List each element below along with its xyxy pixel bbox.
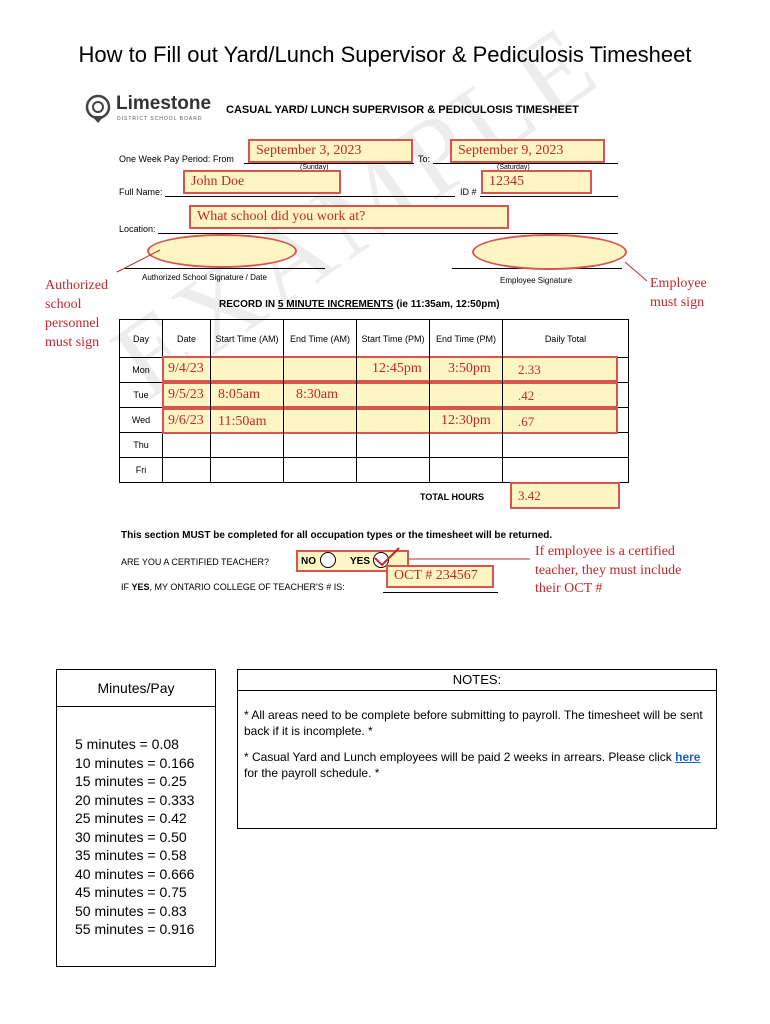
no-radio[interactable] bbox=[320, 552, 336, 568]
header-end-am: End Time (AM) bbox=[283, 319, 357, 358]
location-label: Location: bbox=[119, 224, 156, 234]
tue-date: 9/5/23 bbox=[168, 387, 204, 402]
total-hours-field[interactable]: 3.42 bbox=[510, 482, 620, 509]
no-label: NO bbox=[301, 556, 316, 567]
list-item: 30 minutes = 0.50 bbox=[75, 828, 187, 845]
list-item: 55 minutes = 0.916 bbox=[75, 921, 195, 937]
minutes-pay-box: Minutes/Pay 5 minutes = 0.08 10 minutes … bbox=[56, 669, 216, 967]
header-start-am: Start Time (AM) bbox=[210, 319, 284, 358]
logo-subtitle: DISTRICT SCHOOL BOARD bbox=[117, 116, 203, 122]
table-row: Fri bbox=[119, 457, 629, 483]
total-hours-label: TOTAL HOURS bbox=[420, 492, 485, 502]
sunday-hint: (Sunday) bbox=[300, 164, 329, 171]
to-date-field[interactable]: September 9, 2023 bbox=[450, 139, 605, 163]
employee-signature-label: Employee Signature bbox=[500, 276, 573, 285]
notes-box: NOTES: * All areas need to be complete b… bbox=[237, 669, 717, 829]
mon-date: 9/4/23 bbox=[168, 361, 204, 376]
list-item: 15 minutes = 0.25 bbox=[75, 773, 187, 789]
list-item: 50 minutes = 0.83 bbox=[75, 902, 187, 919]
row-wed-highlight bbox=[162, 408, 618, 434]
tue-start-am: 8:05am bbox=[218, 387, 260, 402]
notes-content: * All areas need to be complete before s… bbox=[244, 707, 708, 791]
mon-start-pm: 12:45pm bbox=[372, 361, 422, 376]
oct-number-field[interactable]: OCT # 234567 bbox=[386, 565, 494, 588]
payroll-schedule-link[interactable]: here bbox=[675, 750, 701, 764]
row-tue-highlight bbox=[162, 382, 618, 408]
yes-radio[interactable] bbox=[373, 552, 389, 568]
list-item: 5 minutes = 0.08 bbox=[75, 736, 179, 752]
header-start-pm: Start Time (PM) bbox=[356, 319, 430, 358]
certified-question: ARE YOU A CERTIFIED TEACHER? bbox=[121, 557, 270, 567]
list-item: 20 minutes = 0.333 bbox=[75, 791, 195, 808]
header-daily-total: Daily Total bbox=[502, 319, 629, 358]
id-field[interactable]: 12345 bbox=[481, 170, 592, 194]
certified-annotation: If employee is a certified teacher, they… bbox=[535, 544, 682, 596]
list-item: 25 minutes = 0.42 bbox=[75, 810, 187, 826]
list-item: 10 minutes = 0.166 bbox=[75, 754, 195, 771]
authorized-signature-oval[interactable] bbox=[147, 234, 297, 268]
location-field[interactable]: What school did you work at? bbox=[189, 205, 509, 229]
list-item: 45 minutes = 0.75 bbox=[75, 884, 187, 900]
saturday-hint: (Saturday) bbox=[497, 164, 530, 171]
full-name-field[interactable]: John Doe bbox=[183, 170, 341, 194]
tue-total: .42 bbox=[518, 388, 535, 403]
id-label: ID # bbox=[460, 187, 477, 197]
list-item: 35 minutes = 0.58 bbox=[75, 847, 187, 863]
wed-total: .67 bbox=[518, 414, 535, 429]
oct-label: IF YES, MY ONTARIO COLLEGE OF TEACHER'S … bbox=[121, 582, 345, 592]
employee-annotation: Employee must sign bbox=[650, 276, 707, 310]
minutes-pay-title: Minutes/Pay bbox=[57, 670, 215, 707]
must-complete-note: This section MUST be completed for all o… bbox=[121, 530, 553, 541]
notes-title: NOTES: bbox=[238, 670, 716, 691]
pay-period-label: One Week Pay Period: From bbox=[119, 154, 234, 164]
logo: Limestone DISTRICT SCHOOL BOARD bbox=[84, 93, 214, 126]
full-name-label: Full Name: bbox=[119, 187, 163, 197]
wed-start-am: 11:50am bbox=[218, 414, 267, 429]
from-date-field[interactable]: September 3, 2023 bbox=[248, 139, 413, 163]
authorized-signature-label: Authorized School Signature / Date bbox=[142, 273, 267, 282]
row-mon-highlight bbox=[162, 356, 618, 382]
header-date: Date bbox=[162, 319, 211, 358]
limestone-logo-icon bbox=[85, 94, 111, 123]
mon-end-pm: 3:50pm bbox=[448, 361, 491, 376]
page-title: How to Fill out Yard/Lunch Supervisor & … bbox=[78, 42, 692, 67]
note-incomplete: * All areas need to be complete before s… bbox=[244, 708, 703, 738]
to-label: To: bbox=[418, 154, 431, 164]
minutes-pay-list: 5 minutes = 0.08 10 minutes = 0.166 15 m… bbox=[75, 735, 194, 939]
header-end-pm: End Time (PM) bbox=[429, 319, 503, 358]
checkmark-icon bbox=[374, 547, 400, 567]
employee-signature-oval[interactable] bbox=[472, 234, 627, 270]
yes-label: YES bbox=[350, 556, 371, 567]
wed-date: 9/6/23 bbox=[168, 413, 204, 428]
logo-name: Limestone bbox=[116, 93, 212, 114]
mon-total: 2.33 bbox=[518, 362, 541, 377]
form-title: CASUAL YARD/ LUNCH SUPERVISOR & PEDICULO… bbox=[226, 104, 579, 116]
header-day: Day bbox=[119, 319, 163, 358]
note-arrears: * Casual Yard and Lunch employees will b… bbox=[244, 750, 701, 780]
record-instruction: RECORD IN 5 MINUTE INCREMENTS (ie 11:35a… bbox=[219, 299, 500, 310]
list-item: 40 minutes = 0.666 bbox=[75, 865, 195, 882]
wed-end-pm: 12:30pm bbox=[441, 413, 491, 428]
table-row: Thu bbox=[119, 432, 629, 458]
authorized-annotation: Authorized school personnel must sign bbox=[45, 278, 108, 350]
tue-end-am: 8:30am bbox=[296, 387, 338, 402]
